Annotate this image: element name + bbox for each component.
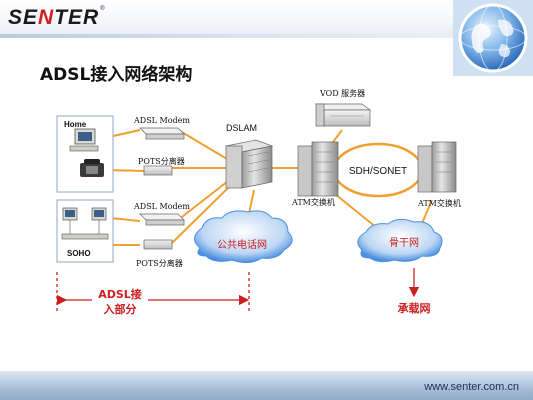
access-bracket [56,272,250,312]
modem-bottom-label: ADSL Modem [133,202,190,211]
dslam-icon [224,139,274,189]
splitter-bottom-label: POTS分离器 [136,258,183,268]
backbone-cloud-icon [357,218,443,263]
atm-switch-right-icon [417,141,457,193]
home-label: Home [64,120,87,129]
header-bar [0,0,533,36]
soho-label: SOHO [67,249,91,258]
link-splitter-bottom-dslam [171,183,233,244]
home-phone-icon [80,159,104,177]
atm-switch-left-icon [297,141,339,197]
logo-text-x: N [38,6,55,29]
link-modem-top-dslam [179,130,233,163]
adsl-modem-top-icon [139,127,185,140]
globe-icon [453,0,533,76]
footer-bar: www.senter.com.cn [0,371,533,400]
splitter-top-label: POTS分离器 [138,156,185,166]
dslam-label: DSLAM [226,123,257,133]
pstn-label: 公共电话网 [217,238,267,251]
pots-splitter-bottom-icon [143,239,173,250]
header-divider [0,34,533,38]
logo-registered-mark: ® [100,6,106,12]
soho-computer-icon-1 [62,207,78,221]
logo-text-pre: SE [8,6,39,29]
carrier-label: 承载网 [398,301,431,315]
sdh-sonet-label: SDH/SONET [349,166,407,177]
pstn-cloud-icon [194,210,293,264]
atm-left-label: ATM交换机 [291,197,335,207]
link-modem-bottom-dslam [177,177,233,221]
access-label-line2: 入部分 [104,302,137,316]
senter-logo: SENTER® [8,6,106,30]
slide-title: ADSL接入网络架构 [40,65,193,85]
home-computer-icon [69,128,99,152]
logo-text-post: TER [54,6,100,29]
atm-right-label: ATM交换机 [417,198,461,208]
soho-hub-icon [61,220,109,240]
soho-computer-icon-2 [91,207,107,221]
access-label-line1: ADSL接 [98,287,142,301]
adsl-modem-bottom-icon [139,213,185,226]
vod-label: VOD 服务器 [319,88,365,98]
vod-server-icon [314,103,372,127]
footer-url: www.senter.com.cn [424,381,519,393]
pots-splitter-top-icon [143,165,173,176]
link-soho-modem [109,217,141,222]
backbone-label: 骨干网 [389,237,419,249]
modem-top-label: ADSL Modem [133,116,190,125]
